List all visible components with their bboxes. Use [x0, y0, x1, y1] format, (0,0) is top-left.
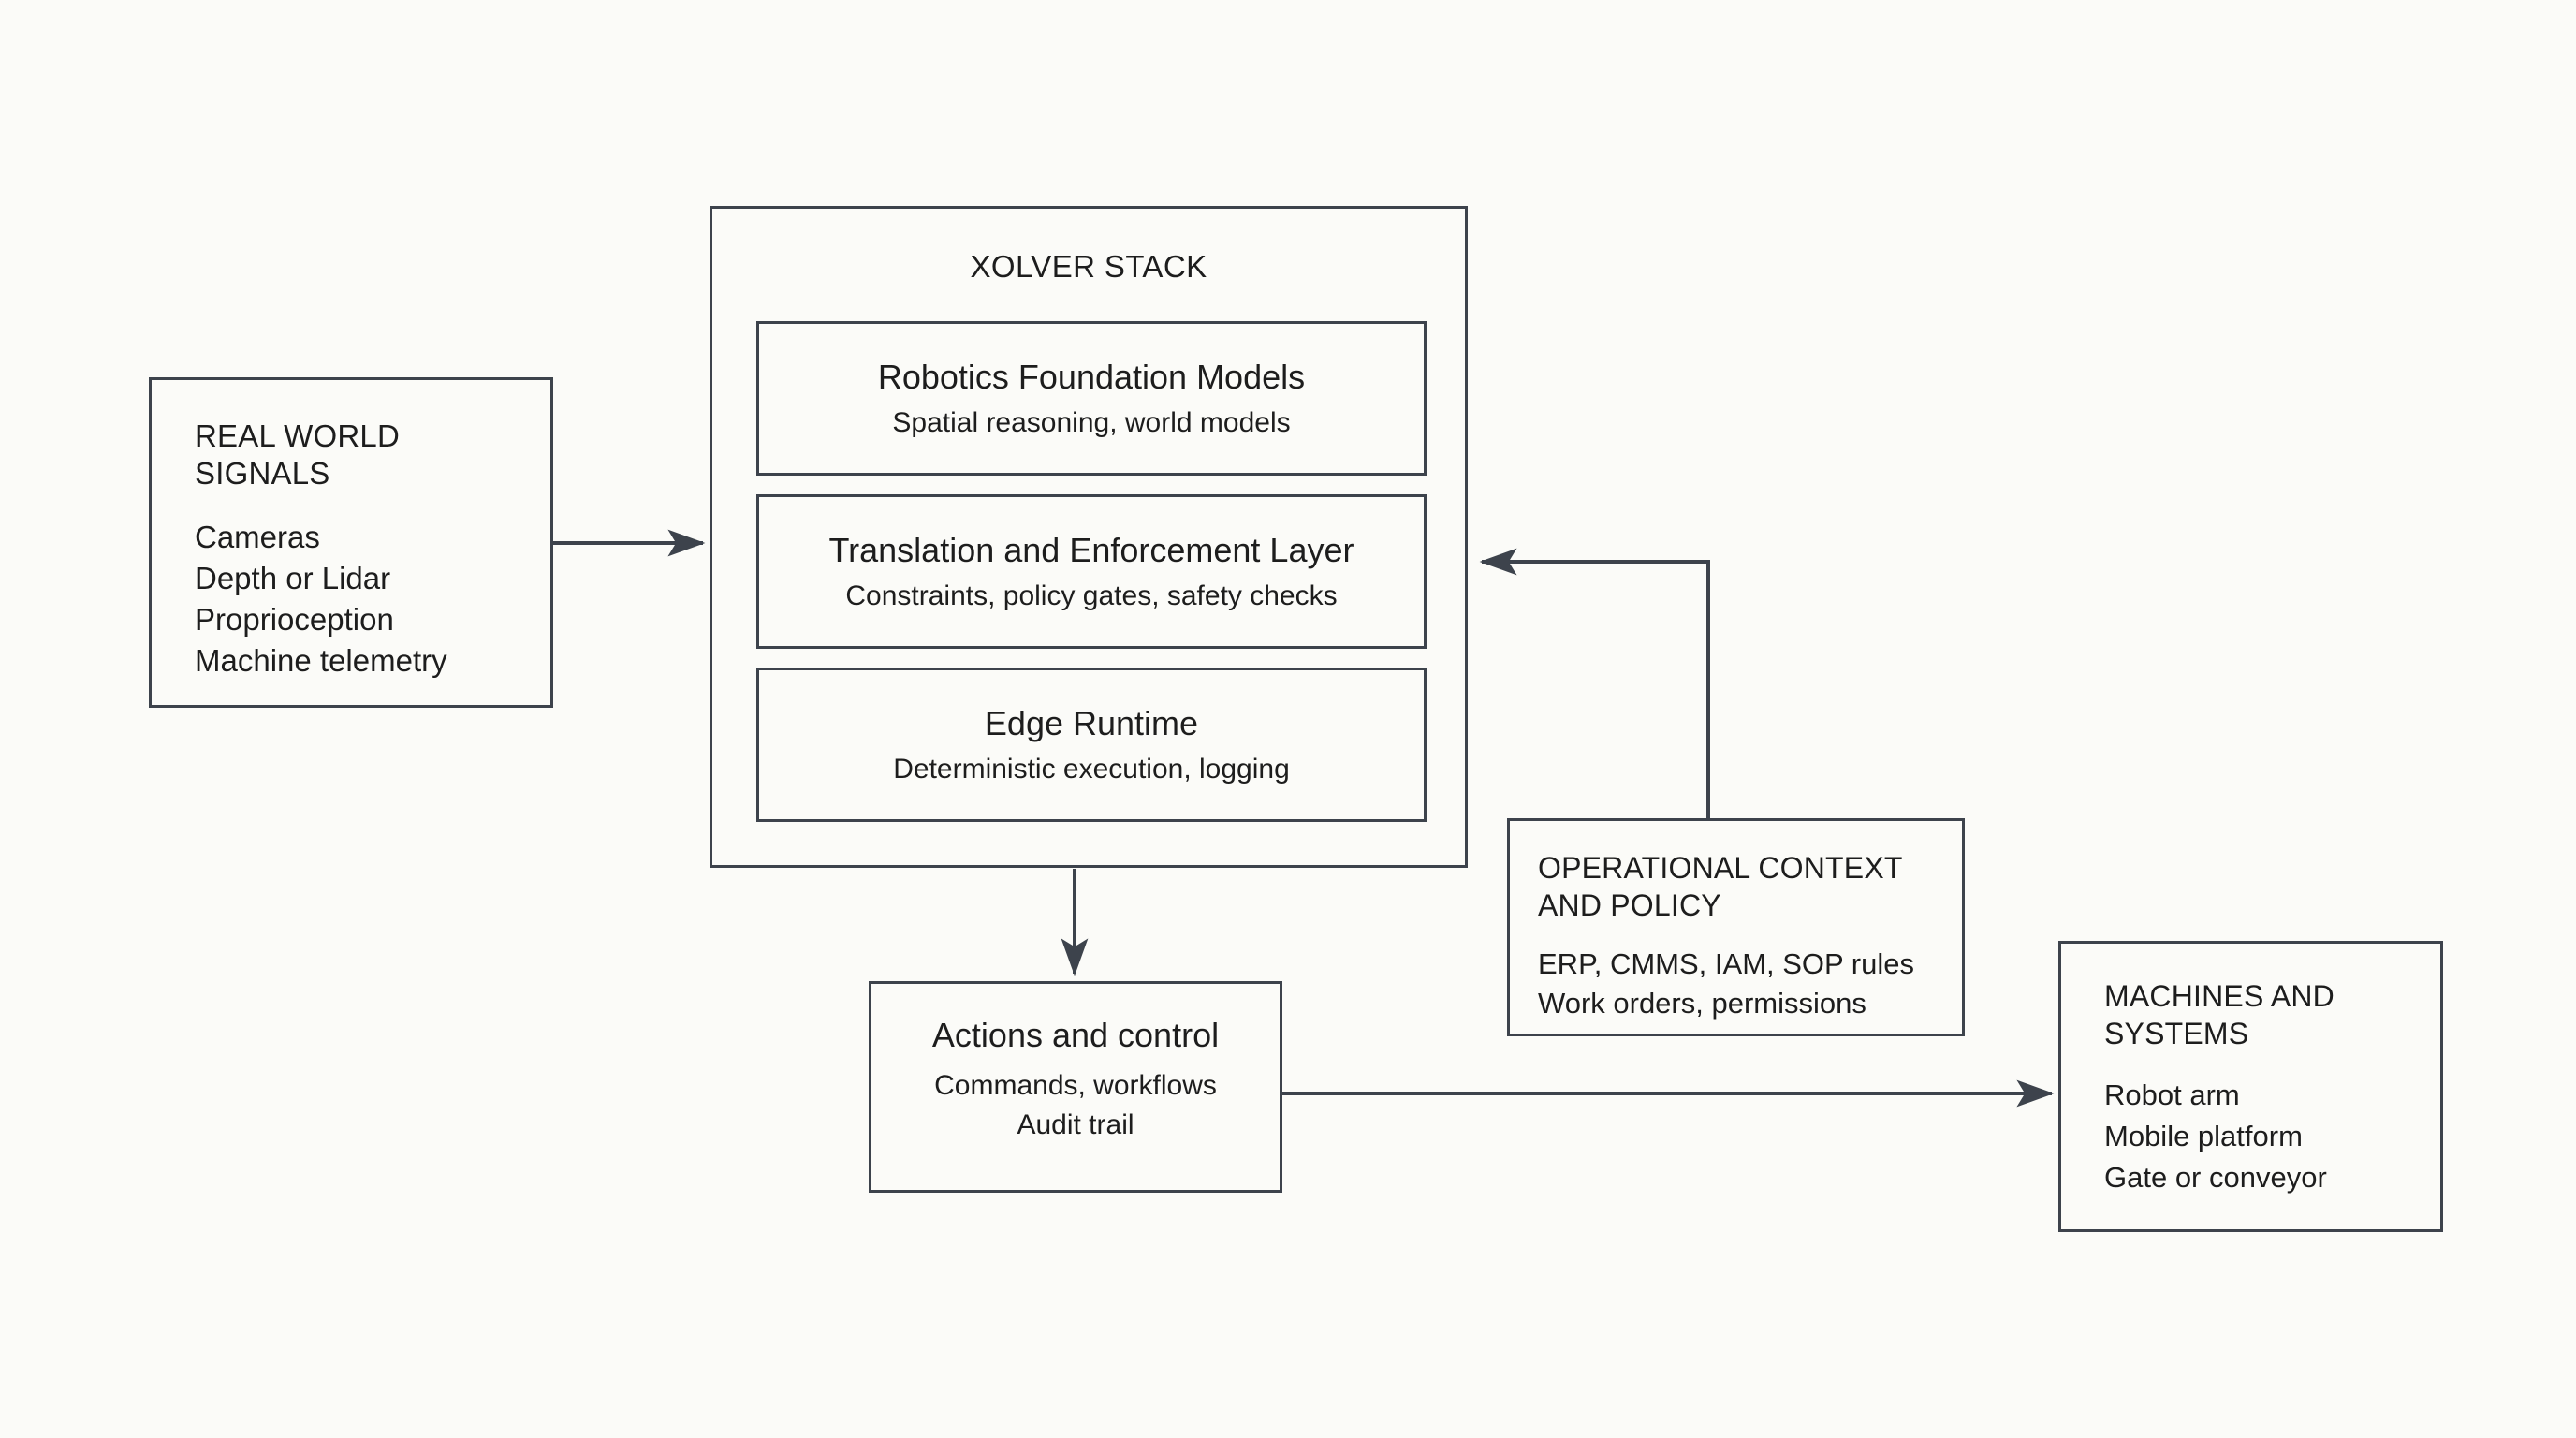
- node-robotics-foundation-models[interactable]: Robotics Foundation Models Spatial reaso…: [756, 321, 1427, 476]
- node-xolver-stack[interactable]: XOLVER STACK Robotics Foundation Models …: [710, 206, 1468, 868]
- operational-context-title: OPERATIONAL CONTEXT AND POLICY: [1538, 851, 1903, 922]
- list-item: ERP, CMMS, IAM, SOP rules: [1538, 947, 1914, 980]
- node-translation-and-enforcement-layer[interactable]: Translation and Enforcement Layer Constr…: [756, 494, 1427, 649]
- connector-policy-to-stack: [1479, 548, 1710, 818]
- layer-subtitle: Deterministic execution, logging: [893, 753, 1290, 785]
- list-item: Cameras: [195, 520, 320, 554]
- layer-title: Translation and Enforcement Layer: [828, 530, 1354, 569]
- node-real-world-signals[interactable]: REAL WORLD SIGNALS Cameras Depth or Lida…: [149, 377, 553, 708]
- machines-and-systems-title: MACHINES AND SYSTEMS: [2104, 979, 2334, 1050]
- list-item: Machine telemetry: [195, 643, 447, 678]
- node-edge-runtime[interactable]: Edge Runtime Deterministic execution, lo…: [756, 668, 1427, 822]
- layer-subtitle: Spatial reasoning, world models: [892, 406, 1291, 438]
- layer-subtitle: Constraints, policy gates, safety checks: [845, 580, 1338, 611]
- list-item: Mobile platform: [2104, 1120, 2303, 1152]
- layer-title: Robotics Foundation Models: [877, 357, 1306, 396]
- node-operational-context-and-policy[interactable]: OPERATIONAL CONTEXT AND POLICY ERP, CMMS…: [1507, 818, 1965, 1036]
- list-item: Commands, workflows: [934, 1070, 1217, 1101]
- real-world-signals-title: REAL WORLD SIGNALS: [195, 418, 400, 491]
- list-item: Robot arm: [2104, 1078, 2240, 1111]
- list-item: Proprioception: [195, 602, 394, 637]
- operational-context-items: ERP, CMMS, IAM, SOP rules Work orders, p…: [1538, 945, 1962, 1023]
- node-actions-and-control[interactable]: Actions and control Commands, workflows …: [869, 981, 1282, 1193]
- actions-and-control-details: Commands, workflows Audit trail: [934, 1066, 1217, 1145]
- layer-title: Edge Runtime: [984, 703, 1199, 742]
- list-item: Audit trail: [1017, 1109, 1134, 1140]
- actions-and-control-title: Actions and control: [931, 1016, 1220, 1054]
- machines-and-systems-items: Robot arm Mobile platform Gate or convey…: [2104, 1075, 2440, 1198]
- node-machines-and-systems[interactable]: MACHINES AND SYSTEMS Robot arm Mobile pl…: [2058, 941, 2443, 1232]
- xolver-stack-title: XOLVER STACK: [970, 249, 1208, 284]
- real-world-signals-items: Cameras Depth or Lidar Proprioception Ma…: [195, 517, 550, 682]
- list-item: Gate or conveyor: [2104, 1161, 2327, 1194]
- list-item: Work orders, permissions: [1538, 987, 1866, 1020]
- list-item: Depth or Lidar: [195, 561, 391, 595]
